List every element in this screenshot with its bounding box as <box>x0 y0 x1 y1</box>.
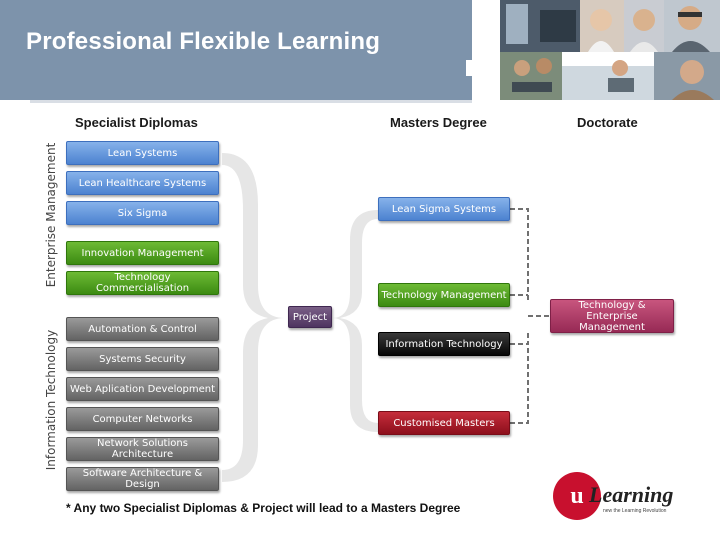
column-heading-masters: Masters Degree <box>390 115 487 130</box>
masters-lean-sigma: Lean Sigma Systems <box>378 197 510 221</box>
connector-custom <box>510 344 529 424</box>
column-heading-doctorate: Doctorate <box>577 115 638 130</box>
masters-customised: Customised Masters <box>378 411 510 435</box>
page-title: Professional Flexible Learning <box>26 28 381 55</box>
project-box: Project <box>288 306 332 328</box>
doctorate-box: Technology & Enterprise Management <box>550 299 674 333</box>
masters-tech-management: Technology Management <box>378 283 510 307</box>
photo-collage <box>500 0 720 100</box>
diploma-box: Network Solutions Architecture <box>66 437 219 461</box>
connector-lean-sigma <box>510 208 529 300</box>
diploma-box: Lean Healthcare Systems <box>66 171 219 195</box>
diploma-box: Web Aplication Development <box>66 377 219 401</box>
diploma-box: Systems Security <box>66 347 219 371</box>
column-heading-specialist: Specialist Diplomas <box>75 115 198 130</box>
footnote: * Any two Specialist Diplomas & Project … <box>66 501 461 515</box>
ulearning-logo-mark: u <box>553 472 601 520</box>
diploma-box: Computer Networks <box>66 407 219 431</box>
diploma-box: Technology Commercialisation <box>66 271 219 295</box>
ulearning-logo: u Learning new the Learning Revolution <box>553 470 703 522</box>
header-divider <box>30 100 472 103</box>
diploma-box: Lean Systems <box>66 141 219 165</box>
header-notch <box>466 60 476 76</box>
logo-tagline: new the Learning Revolution <box>603 508 667 514</box>
doctorate-line2: Enterprise Management <box>579 310 645 333</box>
connector-it <box>510 330 529 345</box>
right-brace <box>332 210 378 432</box>
header-banner: Professional Flexible Learning <box>0 0 472 100</box>
diploma-box: Innovation Management <box>66 241 219 265</box>
left-brace <box>222 153 285 482</box>
diploma-box: Six Sigma <box>66 201 219 225</box>
logo-word: Learning <box>589 482 674 507</box>
svg-text:u: u <box>570 483 583 509</box>
diploma-box: Automation & Control <box>66 317 219 341</box>
diploma-box: Software Architecture & Design <box>66 467 219 491</box>
masters-info-tech: Information Technology <box>378 332 510 356</box>
doctorate-line1: Technology & <box>578 299 646 311</box>
